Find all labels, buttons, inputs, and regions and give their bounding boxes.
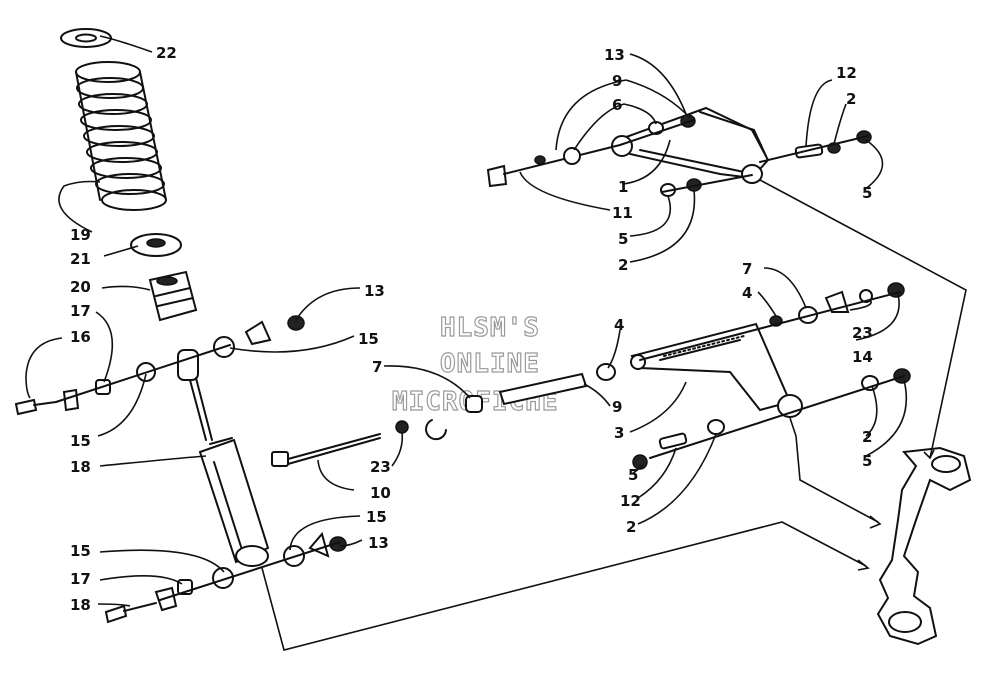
- callout-2-lower-left: 2: [626, 518, 636, 536]
- callout-13-lower: 13: [368, 534, 389, 552]
- upper-arm-front-hardware: [486, 114, 696, 188]
- callout-5-lower-left: 5: [628, 466, 638, 484]
- washer-23-center: [395, 419, 447, 441]
- callout-6: 6: [612, 96, 622, 114]
- callout-3: 3: [614, 424, 624, 442]
- callout-15-lower-left: 15: [70, 542, 91, 560]
- callout-2-lower-right: 2: [862, 428, 872, 446]
- upper-a-arm: [611, 106, 770, 184]
- callout-1: 1: [618, 178, 628, 196]
- callout-4-right: 4: [742, 284, 752, 302]
- callout-13-upper: 13: [364, 282, 385, 300]
- shock-bumper: [148, 270, 198, 322]
- leader-lines: [25, 35, 908, 607]
- steering-knuckle: [876, 446, 972, 646]
- callout-2-top: 2: [618, 256, 628, 274]
- shock-upper-mount: [177, 349, 213, 441]
- callout-17-upper: 17: [70, 302, 91, 320]
- callout-7-right: 7: [742, 260, 752, 278]
- spring-seat-lower: [130, 233, 182, 257]
- callout-5-top: 5: [618, 230, 628, 248]
- callout-9-top: 9: [612, 72, 622, 90]
- bushing-9: [465, 363, 616, 413]
- spring-seat-top: [60, 28, 112, 48]
- callout-22: 22: [156, 44, 177, 62]
- through-bolt-long: [271, 433, 381, 467]
- callout-19: 19: [70, 226, 91, 244]
- callout-16: 16: [70, 328, 91, 346]
- coil-spring: [75, 61, 167, 211]
- watermark-line-1: HLSM'S: [440, 313, 540, 343]
- callout-11: 11: [612, 204, 633, 222]
- callout-21: 21: [70, 250, 91, 268]
- lower-arm-rear-hardware: [632, 368, 911, 470]
- callout-12-lower: 12: [620, 492, 641, 510]
- callout-10: 10: [370, 484, 391, 502]
- lower-arm-front-hardware: [639, 282, 905, 361]
- upper-arm-rear-hardware: [660, 130, 872, 197]
- callout-2-top-right: 2: [846, 90, 856, 108]
- callout-9-center: 9: [612, 398, 622, 416]
- watermark-line-2: ONLINE: [440, 349, 540, 379]
- callout-5-lower-right: 5: [862, 452, 872, 470]
- callout-13-top: 13: [604, 46, 625, 64]
- callout-20: 20: [70, 278, 91, 296]
- callout-15-upper-right: 15: [358, 330, 379, 348]
- callout-17-lower: 17: [70, 570, 91, 588]
- shock-absorber-body: [198, 437, 270, 567]
- callout-23-right: 23: [852, 324, 873, 342]
- callout-14: 14: [852, 348, 873, 366]
- callout-labels: 22 19 21 20 17 16 13 15 15 18 15 13 15 1…: [70, 44, 873, 614]
- assembly-arrows: [261, 179, 967, 651]
- lower-mount-hardware: [104, 531, 347, 624]
- callout-12-top: 12: [836, 64, 857, 82]
- callout-15-lower-right: 15: [366, 508, 387, 526]
- lower-a-arm: [630, 322, 803, 418]
- callout-5-top-right: 5: [862, 184, 872, 202]
- callout-23-center: 23: [370, 458, 391, 476]
- callout-18-bolt: 18: [70, 596, 91, 614]
- callout-4-center: 4: [614, 316, 624, 334]
- callout-7-center: 7: [372, 358, 382, 376]
- watermark: HLSM'S ONLINE MICROFICHE: [391, 312, 558, 417]
- callout-15-upper-left: 15: [70, 432, 91, 450]
- upper-mount-hardware: [14, 315, 305, 416]
- callout-18-shock: 18: [70, 458, 91, 476]
